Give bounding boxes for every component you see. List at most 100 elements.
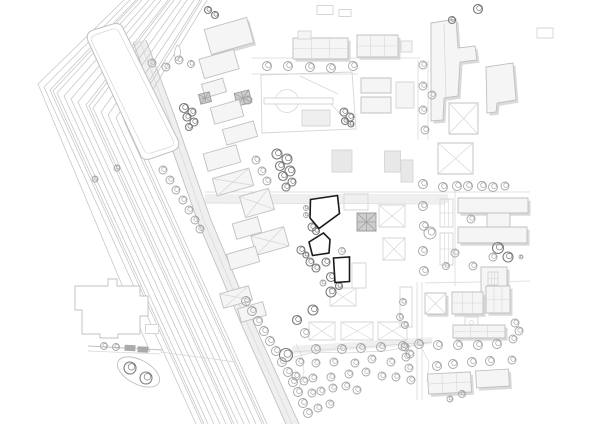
tree-scribble bbox=[453, 249, 459, 255]
tree-scribble bbox=[340, 248, 346, 253]
tree bbox=[195, 224, 205, 234]
tree bbox=[189, 117, 199, 127]
tree-scribble bbox=[510, 356, 516, 362]
tree bbox=[165, 175, 175, 185]
tree-scribble bbox=[511, 335, 517, 341]
park-path bbox=[295, 343, 305, 389]
roof-ridge bbox=[308, 321, 336, 341]
rail-line bbox=[115, 0, 257, 424]
tree-scribble bbox=[314, 345, 320, 351]
street-edge bbox=[424, 280, 531, 284]
block-building bbox=[316, 5, 334, 15]
tree-scribble bbox=[304, 205, 309, 210]
block-building bbox=[395, 81, 415, 109]
tree-scribble bbox=[451, 360, 457, 366]
block-building bbox=[536, 27, 554, 39]
tree bbox=[158, 165, 168, 175]
tree bbox=[386, 357, 396, 367]
tree bbox=[418, 179, 428, 189]
tree-scribble bbox=[190, 108, 196, 114]
tree bbox=[278, 347, 294, 363]
tree-scribble bbox=[348, 113, 354, 119]
tree bbox=[500, 181, 510, 191]
tree-scribble bbox=[466, 182, 472, 188]
tree bbox=[123, 361, 137, 375]
tree bbox=[340, 116, 350, 126]
tree-scribble bbox=[189, 61, 195, 66]
tree-scribble bbox=[359, 344, 365, 350]
rail-line bbox=[85, 0, 233, 424]
tree-scribble bbox=[476, 341, 482, 347]
tree-scribble bbox=[403, 322, 409, 327]
rail-line bbox=[70, 0, 221, 424]
tree bbox=[406, 375, 416, 385]
tree-scribble bbox=[349, 121, 354, 126]
tree-scribble bbox=[470, 358, 476, 364]
tree-scribble bbox=[480, 182, 486, 188]
tree-scribble bbox=[304, 252, 309, 257]
roof-ridge bbox=[437, 142, 474, 175]
tree-scribble bbox=[471, 262, 477, 268]
tree bbox=[283, 367, 293, 377]
tree-scribble bbox=[265, 177, 271, 183]
tree bbox=[295, 357, 305, 367]
block-building bbox=[343, 193, 369, 211]
small-building bbox=[145, 324, 159, 334]
tree bbox=[139, 371, 153, 385]
tree bbox=[427, 90, 437, 100]
tree bbox=[178, 102, 190, 114]
tree bbox=[305, 62, 315, 72]
tree-scribble bbox=[436, 341, 442, 347]
tree-scribble bbox=[288, 166, 295, 174]
tree-scribble bbox=[250, 307, 256, 313]
tree bbox=[420, 125, 430, 135]
tree bbox=[203, 5, 213, 15]
tree-scribble bbox=[495, 340, 501, 346]
tree bbox=[307, 304, 319, 316]
tree-scribble bbox=[394, 373, 400, 379]
tree bbox=[184, 205, 194, 215]
roof-ridge bbox=[424, 292, 447, 315]
tree bbox=[438, 182, 448, 192]
tree bbox=[341, 381, 351, 391]
tree-scribble bbox=[290, 178, 296, 184]
warehouse-building bbox=[74, 278, 149, 339]
tree-scribble bbox=[332, 358, 338, 364]
tree-scribble bbox=[427, 228, 436, 236]
tree-scribble bbox=[520, 255, 523, 259]
tree bbox=[326, 372, 336, 382]
tree bbox=[113, 164, 121, 172]
tree bbox=[473, 340, 483, 350]
tree bbox=[174, 55, 184, 65]
facade-line bbox=[427, 381, 472, 385]
hatch-line bbox=[199, 96, 211, 100]
courtyard-lawn bbox=[301, 109, 331, 127]
tree bbox=[352, 385, 362, 395]
tree-scribble bbox=[417, 340, 423, 346]
tree-scribble bbox=[181, 196, 187, 202]
tilted-building bbox=[237, 301, 267, 323]
tree bbox=[400, 342, 410, 352]
gray-building bbox=[400, 159, 414, 183]
tree bbox=[376, 342, 386, 352]
tree bbox=[313, 403, 323, 413]
tree bbox=[329, 357, 339, 367]
tree-scribble bbox=[213, 12, 219, 17]
tree-scribble bbox=[314, 264, 320, 270]
tree bbox=[338, 247, 346, 255]
tree-scribble bbox=[328, 400, 334, 406]
tree-scribble bbox=[182, 104, 188, 110]
tree-scribble bbox=[262, 327, 268, 333]
building-detail bbox=[443, 23, 447, 98]
tree bbox=[361, 367, 371, 377]
tree-scribble bbox=[351, 62, 357, 68]
tree bbox=[184, 122, 194, 132]
tree-scribble bbox=[331, 384, 337, 390]
roof-ridge bbox=[245, 188, 269, 218]
tree-scribble bbox=[517, 327, 523, 333]
tilted-building bbox=[202, 144, 242, 172]
tree-scribble bbox=[114, 344, 120, 349]
tree-scribble bbox=[422, 222, 428, 228]
tree bbox=[418, 246, 428, 256]
